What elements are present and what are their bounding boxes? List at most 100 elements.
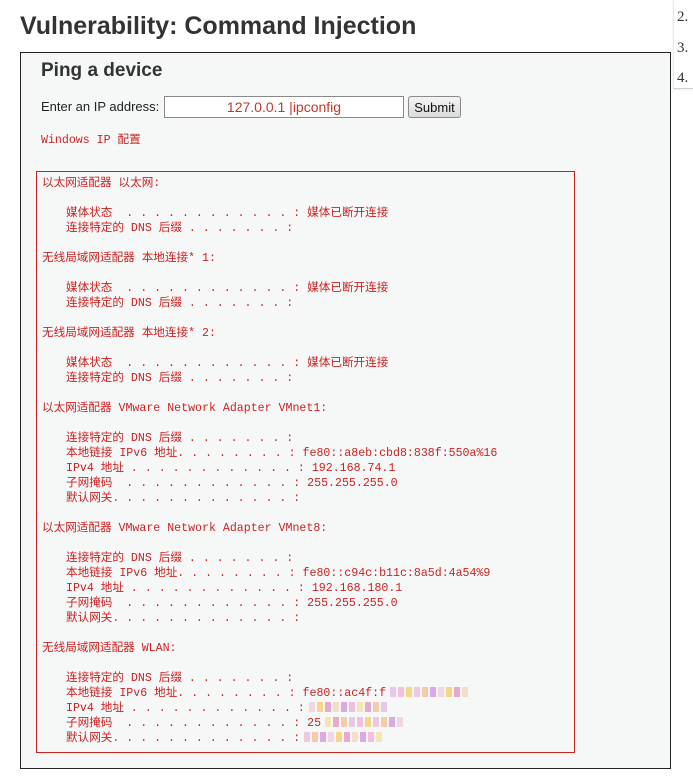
output-line: 无线局域网适配器 本地连接* 1: [42, 251, 497, 266]
output-line: 默认网关. . . . . . . . . . . . . : [42, 731, 497, 746]
output-line-text: 无线局域网适配器 本地连接* 2: [42, 327, 216, 340]
output-line: 以太网适配器 VMware Network Adapter VMnet1: [42, 401, 497, 416]
redaction-block [325, 717, 332, 727]
redaction-block [308, 702, 315, 712]
redaction-block [328, 732, 335, 742]
redaction-block [454, 687, 461, 697]
redaction-block [357, 717, 364, 727]
output-line: IPv4 地址 . . . . . . . . . . . . : 192.16… [42, 461, 497, 476]
output-line: 媒体状态 . . . . . . . . . . . . : 媒体已断开连接 [42, 281, 497, 296]
output-line [42, 191, 497, 206]
redacted-value [390, 687, 470, 700]
output-line-text: IPv4 地址 . . . . . . . . . . . . : 192.16… [66, 582, 403, 595]
output-line [42, 536, 497, 551]
output-line: 以太网适配器 以太网: [42, 176, 497, 191]
redacted-value [308, 702, 389, 715]
redaction-block [324, 702, 331, 712]
output-line: 媒体状态 . . . . . . . . . . . . : 媒体已断开连接 [42, 206, 497, 221]
output-line [42, 416, 497, 431]
redaction-block [349, 717, 356, 727]
output-line-text: 默认网关. . . . . . . . . . . . . : [66, 732, 301, 745]
redaction-block [365, 717, 372, 727]
output-line: 默认网关. . . . . . . . . . . . . : [42, 491, 497, 506]
redaction-block [360, 732, 367, 742]
command-output-box: 以太网适配器 以太网: 媒体状态 . . . . . . . . . . . . … [36, 171, 575, 753]
output-line-text: 以太网适配器 VMware Network Adapter VMnet1: [42, 402, 328, 415]
ip-address-input[interactable] [164, 96, 404, 118]
output-line [42, 341, 497, 356]
output-line [42, 506, 497, 521]
redaction-block [344, 732, 351, 742]
redacted-value [304, 732, 384, 745]
redaction-block [332, 702, 339, 712]
output-line: 连接特定的 DNS 后缀 . . . . . . . : [42, 671, 497, 686]
redaction-block [333, 717, 340, 727]
redaction-block [373, 717, 380, 727]
redaction-block [341, 717, 348, 727]
redaction-block [348, 702, 355, 712]
redaction-block [430, 687, 437, 697]
output-line-text: 连接特定的 DNS 后缀 . . . . . . . : [66, 552, 294, 565]
redaction-block [422, 687, 429, 697]
redaction-block [462, 687, 469, 697]
output-line: 连接特定的 DNS 后缀 . . . . . . . : [42, 371, 497, 386]
output-line [42, 656, 497, 671]
output-line: IPv4 地址 . . . . . . . . . . . . : 192.16… [42, 581, 497, 596]
output-line: 子网掩码 . . . . . . . . . . . . : 255.255.2… [42, 476, 497, 491]
redaction-block [336, 732, 343, 742]
output-line: 本地链接 IPv6 地址. . . . . . . . : fe80::c94c… [42, 566, 497, 581]
redaction-block [406, 687, 413, 697]
output-line: 子网掩码 . . . . . . . . . . . . : 255.255.2… [42, 596, 497, 611]
redaction-block [438, 687, 445, 697]
output-line: 连接特定的 DNS 后缀 . . . . . . . : [42, 221, 497, 236]
redaction-block [352, 732, 359, 742]
redaction-block [397, 717, 404, 727]
ip-config-heading: Windows IP 配置 [41, 134, 141, 147]
output-line [42, 236, 497, 251]
output-line-text: IPv4 地址 . . . . . . . . . . . . : 192.16… [66, 462, 396, 475]
output-line-text: 连接特定的 DNS 后缀 . . . . . . . : [66, 432, 294, 445]
redaction-block [398, 687, 405, 697]
submit-button[interactable]: Submit [408, 96, 461, 118]
output-line-text: 无线局域网适配器 本地连接* 1: [42, 252, 216, 265]
output-line [42, 266, 497, 281]
output-line: 无线局域网适配器 WLAN: [42, 641, 497, 656]
output-line: 媒体状态 . . . . . . . . . . . . : 媒体已断开连接 [42, 356, 497, 371]
redaction-block [414, 687, 421, 697]
redaction-block [312, 732, 319, 742]
output-line-text: 连接特定的 DNS 后缀 . . . . . . . : [66, 372, 294, 385]
redaction-block [364, 702, 371, 712]
side-numbered-list: 2. 3. 4. [673, 0, 693, 89]
output-line-text: IPv4 地址 . . . . . . . . . . . . : [66, 702, 305, 715]
output-line-text: 媒体状态 . . . . . . . . . . . . : 媒体已断开连接 [66, 282, 389, 295]
side-list-item: 2. [677, 9, 689, 25]
output-line: 本地链接 IPv6 地址. . . . . . . . : fe80::ac4f… [42, 686, 497, 701]
redaction-block [340, 702, 347, 712]
page-title: Vulnerability: Command Injection [20, 12, 417, 40]
redaction-block [389, 717, 396, 727]
output-line-text: 子网掩码 . . . . . . . . . . . . : 25 [66, 717, 322, 730]
panel-heading: Ping a device [41, 60, 163, 81]
output-line: 子网掩码 . . . . . . . . . . . . : 25 [42, 716, 497, 731]
output-line [42, 311, 497, 326]
redaction-block [390, 687, 397, 697]
output-line-text: 以太网适配器 以太网: [42, 177, 161, 190]
output-line: 默认网关. . . . . . . . . . . . . : [42, 611, 497, 626]
output-line-text: 子网掩码 . . . . . . . . . . . . : 255.255.2… [66, 597, 398, 610]
output-line-text: 默认网关. . . . . . . . . . . . . : [66, 612, 301, 625]
redaction-block [372, 702, 379, 712]
redaction-block [376, 732, 383, 742]
output-line [42, 626, 497, 641]
vulnerability-panel: Ping a device Enter an IP address: Submi… [20, 52, 671, 769]
redaction-block [320, 732, 327, 742]
output-line-text: 本地链接 IPv6 地址. . . . . . . . : fe80::c94c… [66, 567, 491, 580]
output-line-text: 媒体状态 . . . . . . . . . . . . : 媒体已断开连接 [66, 357, 389, 370]
output-line-text: 本地链接 IPv6 地址. . . . . . . . : fe80::ac4f… [66, 687, 387, 700]
output-line: 连接特定的 DNS 后缀 . . . . . . . : [42, 431, 497, 446]
redaction-block [316, 702, 323, 712]
redaction-block [368, 732, 375, 742]
output-line: 以太网适配器 VMware Network Adapter VMnet8: [42, 521, 497, 536]
output-line-text: 无线局域网适配器 WLAN: [42, 642, 177, 655]
side-list-item: 4. [677, 70, 689, 86]
output-line-text: 本地链接 IPv6 地址. . . . . . . . : fe80::a8eb… [66, 447, 498, 460]
